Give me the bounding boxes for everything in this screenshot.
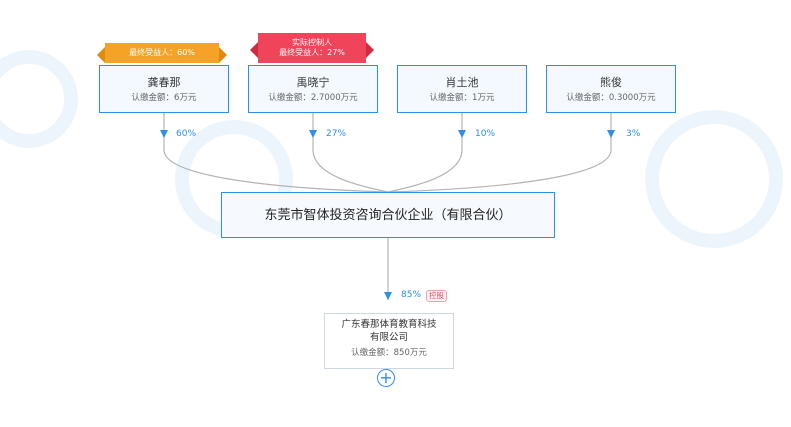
shareholder-amount: 认缴金额：0.3000万元 bbox=[566, 93, 656, 103]
shareholder-node-4[interactable]: 熊俊 认缴金额：0.3000万元 bbox=[546, 65, 676, 113]
shareholder-node-3[interactable]: 肖土池 认缴金额：1万元 bbox=[397, 65, 527, 113]
shareholder-amount: 认缴金额：2.7000万元 bbox=[268, 93, 358, 103]
arrow-investment bbox=[384, 292, 392, 300]
target-company-node[interactable]: 广东春那体育教育科技 有限公司 认缴金额：850万元 bbox=[324, 313, 454, 369]
control-badge: 控股 bbox=[426, 290, 447, 302]
target-company-amount: 认缴金额：850万元 bbox=[351, 348, 427, 358]
percent-label-4: 3% bbox=[626, 129, 641, 139]
link-holder-1 bbox=[163, 113, 389, 193]
target-company-name-line1: 广东春那体育教育科技 bbox=[341, 319, 437, 330]
shareholder-amount: 认缴金额：1万元 bbox=[429, 93, 495, 103]
link-holder-4 bbox=[387, 113, 612, 193]
target-company-name-line2: 有限公司 bbox=[369, 332, 408, 343]
arrow-holder-4 bbox=[607, 130, 615, 138]
investment-percent: 85% bbox=[401, 290, 422, 300]
percent-label-2: 27% bbox=[326, 129, 347, 139]
arrow-holder-1 bbox=[160, 130, 168, 138]
shareholder-node-1[interactable]: 龚春那 认缴金额：6万元 bbox=[99, 65, 229, 113]
controller-tag-line2: 最终受益人：27% bbox=[279, 48, 345, 57]
percent-label-3: 10% bbox=[475, 129, 496, 139]
percent-label-1: 60% bbox=[176, 129, 197, 139]
shareholder-node-2[interactable]: 禹晓宁 认缴金额：2.7000万元 bbox=[248, 65, 378, 113]
controller-tag: 实际控制人 最终受益人：27% bbox=[250, 33, 374, 63]
shareholder-name: 熊俊 bbox=[600, 76, 622, 89]
shareholder-name: 龚春那 bbox=[147, 76, 181, 89]
beneficiary-tag-1: 最终受益人：60% bbox=[97, 43, 227, 63]
partnership-name: 东莞市智体投资咨询合伙企业（有限合伙） bbox=[264, 208, 512, 223]
shareholder-name: 禹晓宁 bbox=[296, 76, 330, 89]
controller-tag-line1: 实际控制人 bbox=[292, 38, 332, 47]
expand-plus-icon[interactable]: + bbox=[377, 369, 395, 387]
link-holder-2 bbox=[312, 113, 389, 193]
link-holder-3 bbox=[387, 113, 463, 193]
partnership-node[interactable]: 东莞市智体投资咨询合伙企业（有限合伙） bbox=[221, 192, 555, 238]
shareholder-name: 肖土池 bbox=[445, 76, 479, 89]
beneficiary-tag-1-text: 最终受益人：60% bbox=[129, 48, 195, 57]
arrow-holder-2 bbox=[309, 130, 317, 138]
arrow-holder-3 bbox=[458, 130, 466, 138]
shareholder-amount: 认缴金额：6万元 bbox=[131, 93, 197, 103]
